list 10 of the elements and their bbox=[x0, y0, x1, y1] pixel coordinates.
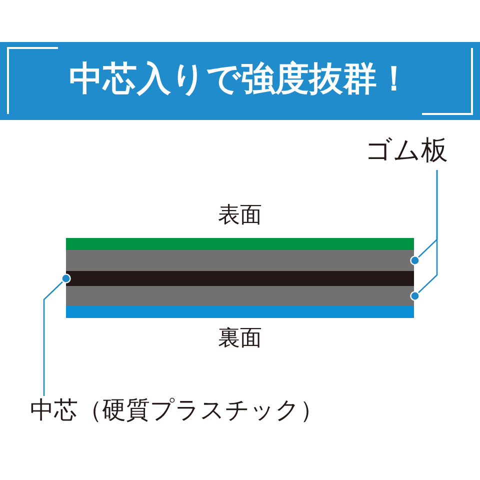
part-label: ゴム板 bbox=[365, 137, 448, 164]
rubber-layer bbox=[66, 250, 414, 271]
title: 中芯入りで強度抜群！ bbox=[69, 59, 411, 99]
leader-line bbox=[43, 274, 71, 396]
rubber-layer bbox=[66, 286, 414, 306]
part-label: 中芯（硬質プラスチック） bbox=[30, 398, 324, 422]
leader-line bbox=[410, 170, 438, 301]
layer-label: 裏面 bbox=[218, 326, 262, 351]
layer-label: 表面 bbox=[218, 203, 262, 228]
core-layer bbox=[66, 271, 414, 286]
